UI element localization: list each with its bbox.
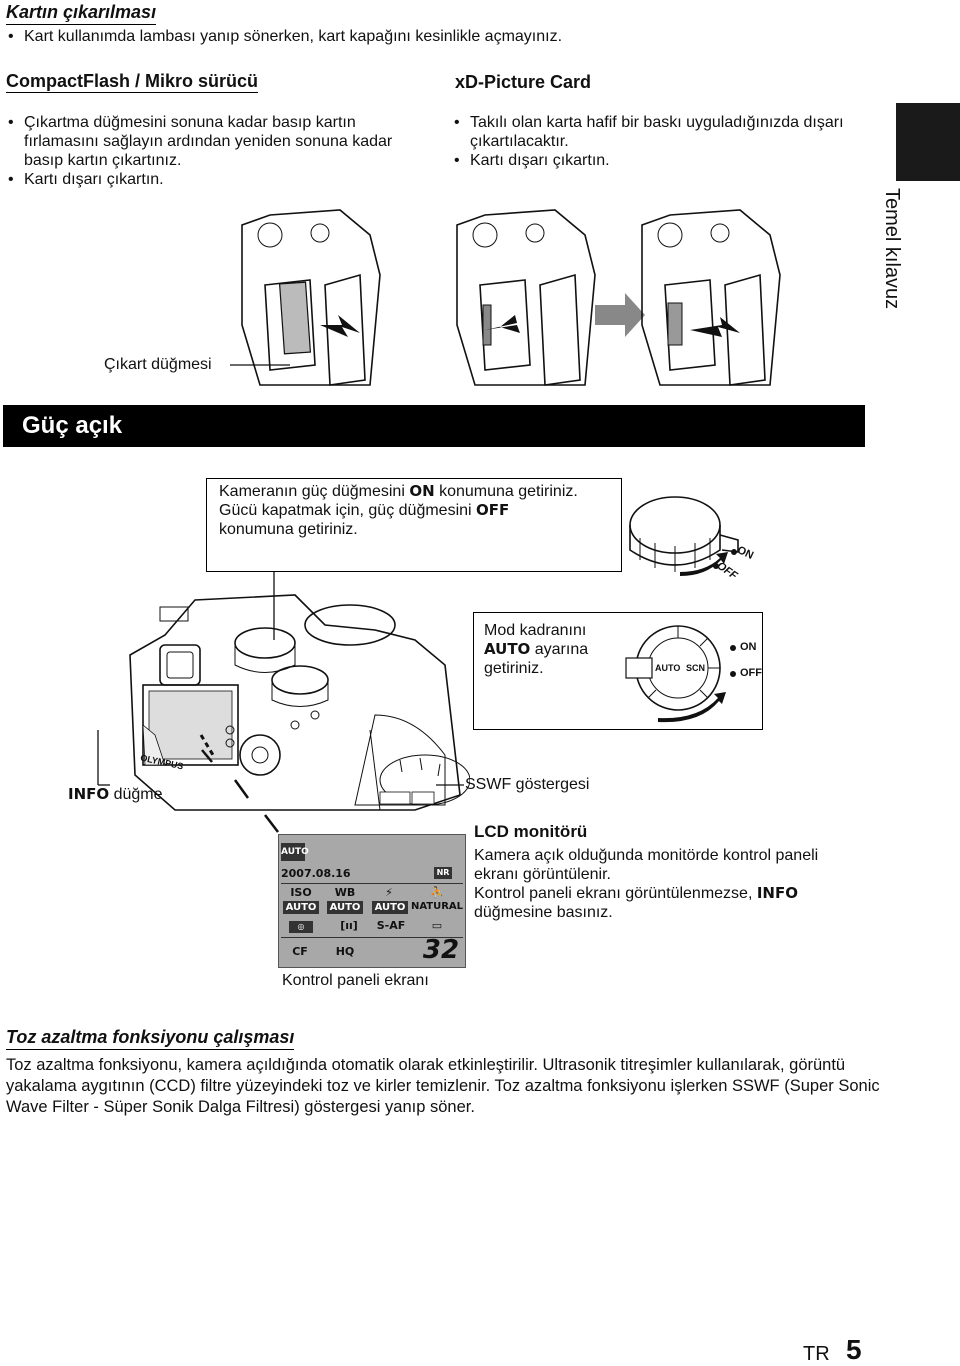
camera-body-drawing bbox=[129, 594, 461, 811]
panel-focus-mode: S-AF bbox=[376, 919, 406, 932]
footer-page-number: 5 bbox=[846, 1334, 862, 1365]
compactflash-step-1: Çıkartma düğmesini sonuna kadar basıp ka… bbox=[6, 113, 416, 170]
dust-reduction-text: Toz azaltma fonksiyonu, kamera açıldığın… bbox=[6, 1056, 880, 1116]
panel-picture-mode: NATURAL bbox=[410, 901, 464, 912]
panel-nr-badge: NR bbox=[434, 867, 452, 879]
compactflash-camera-drawing bbox=[241, 209, 381, 386]
af-area-icon: [ıı] bbox=[340, 919, 358, 932]
auto-key-label: AUTO bbox=[484, 640, 531, 658]
section-title-card-removal: Kartın çıkarılması bbox=[6, 2, 157, 25]
panel-card-type: CF bbox=[292, 945, 308, 958]
next-step-arrow bbox=[595, 293, 645, 337]
mode-dial-on-label: ON bbox=[740, 641, 757, 653]
off-key-label: OFF bbox=[476, 501, 510, 519]
mode-dial-scene-mark: SCN bbox=[686, 663, 706, 673]
power-switch-drawing bbox=[629, 496, 739, 576]
mode-dial-callout-line-1: Mod kadranını bbox=[484, 622, 587, 639]
mode-dial-callout-line-3: getiriniz. bbox=[484, 660, 544, 677]
section-banner-power-on: Güç açık bbox=[3, 405, 865, 447]
on-key-label: ON bbox=[409, 482, 435, 500]
power-callout-line-3: konumuna getiriniz. bbox=[219, 521, 358, 538]
sswf-indicator-label: SSWF göstergesi bbox=[465, 776, 590, 793]
control-panel-screen: AUTO 2007.08.16 NR ISO WB ⚡ ⛹ AUTO AUTO … bbox=[278, 834, 466, 968]
panel-wb-value: AUTO bbox=[327, 901, 363, 914]
compactflash-title: CompactFlash / Mikro sürücü bbox=[6, 71, 259, 93]
info-key-label: INFO bbox=[68, 785, 110, 803]
xd-card-steps: Takılı olan karta hafif bir baskı uygula… bbox=[452, 113, 872, 170]
panel-shot-count: 32 bbox=[422, 935, 460, 965]
footer-language: TR bbox=[803, 1343, 830, 1365]
control-panel-caption: Kontrol paneli ekranı bbox=[282, 972, 429, 989]
mode-dial-callout: Mod kadranını AUTO ayarına getiriniz. bbox=[473, 612, 763, 730]
side-tab-marker bbox=[896, 103, 960, 181]
mode-dial-off-label: OFF bbox=[740, 667, 762, 679]
card-removal-warning: Kart kullanımda lambası yanıp sönerken, … bbox=[6, 27, 906, 46]
card-slot-illustrations bbox=[230, 209, 781, 386]
mode-dial-callout-line-2: AUTO ayarına bbox=[484, 640, 589, 658]
lcd-info-key-label: INFO bbox=[756, 884, 798, 902]
lcd-monitor-text-2: Kontrol paneli ekranı görüntülenmezse, I… bbox=[474, 884, 798, 921]
eject-button-label: Çıkart düğmesi bbox=[104, 356, 212, 373]
section-title-dust-reduction: Toz azaltma fonksiyonu çalışması bbox=[6, 1027, 295, 1050]
info-pointer-lines bbox=[97, 730, 110, 786]
panel-date: 2007.08.16 bbox=[281, 867, 351, 880]
xd-camera-drawing-before bbox=[456, 209, 596, 386]
flash-icon: ⚡ bbox=[385, 886, 393, 899]
power-switch-callout: Kameranın güç düğmesini ON konumuna geti… bbox=[206, 478, 622, 572]
card-removal-warning-list: Kart kullanımda lambası yanıp sönerken, … bbox=[6, 27, 906, 46]
lcd-monitor-title: LCD monitörü bbox=[474, 822, 588, 841]
panel-wb-label: WB bbox=[334, 886, 356, 899]
lcd-pointer-lines bbox=[201, 749, 279, 833]
portrait-mode-icon: ⛹ bbox=[430, 886, 444, 899]
panel-quality: HQ bbox=[335, 945, 355, 958]
mode-dial-drawing bbox=[625, 625, 736, 723]
xd-camera-drawing-after bbox=[641, 209, 781, 386]
panel-flash-value: AUTO bbox=[372, 901, 408, 914]
panel-mode-indicator: AUTO bbox=[281, 843, 309, 861]
mode-dial-auto-mark: AUTO bbox=[655, 663, 681, 673]
xd-card-step-2: Kartı dışarı çıkartın. bbox=[452, 151, 872, 170]
panel-iso-label: ISO bbox=[290, 886, 312, 899]
sswf-zoom-drawing bbox=[369, 729, 470, 810]
side-tab-label: Temel kılavuz bbox=[881, 188, 903, 310]
xd-card-title: xD-Picture Card bbox=[455, 72, 592, 92]
power-callout-line-2: Gücü kapatmak için, güç düğmesini OFF bbox=[219, 501, 510, 519]
compactflash-step-2: Kartı dışarı çıkartın. bbox=[6, 170, 416, 189]
lcd-monitor-text-1: Kamera açık olduğunda monitörde kontrol … bbox=[474, 847, 819, 883]
metering-icon: ◎ bbox=[289, 921, 313, 933]
drive-mode-icon: ▭ bbox=[431, 919, 443, 932]
xd-card-step-1: Takılı olan karta hafif bir baskı uygula… bbox=[452, 113, 872, 151]
panel-iso-value: AUTO bbox=[283, 901, 319, 914]
compactflash-steps: Çıkartma düğmesini sonuna kadar basıp ka… bbox=[6, 113, 416, 189]
power-callout-line-1: Kameranın güç düğmesini ON konumuna geti… bbox=[219, 482, 578, 500]
lcd-monitor-description: Kamera açık olduğunda monitörde kontrol … bbox=[474, 846, 844, 922]
info-button-label: INFO düğme bbox=[68, 785, 163, 803]
